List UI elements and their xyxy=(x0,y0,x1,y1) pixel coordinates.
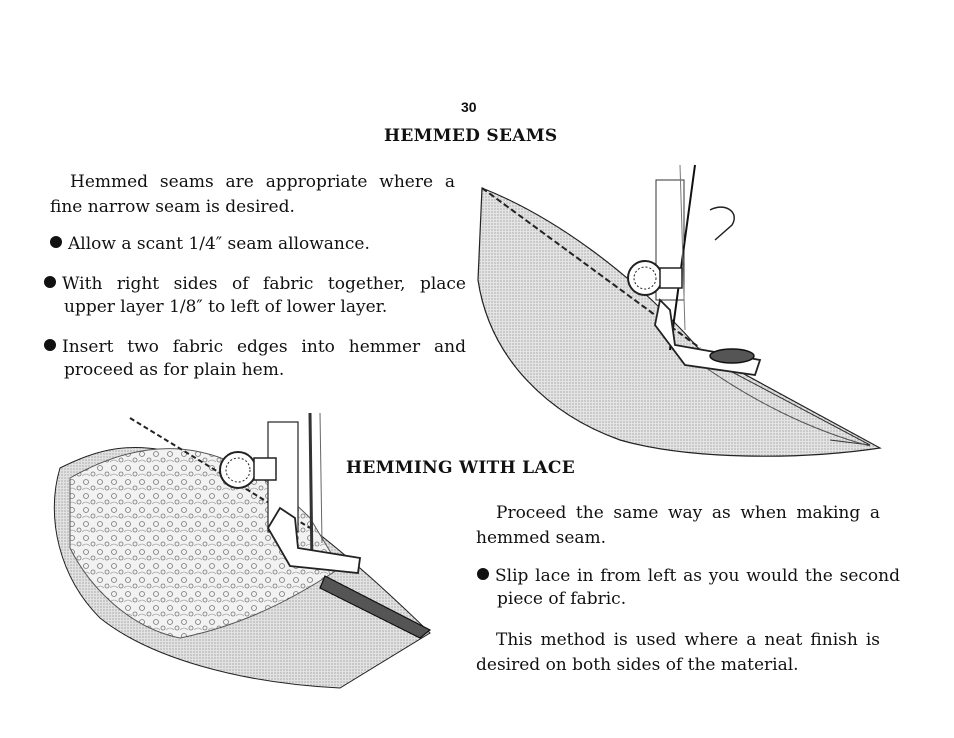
bullet-dot-icon xyxy=(50,236,62,248)
hemming-lace-closing: This method is used where a neat finish … xyxy=(476,628,880,678)
hemming-lace-intro-text: Proceed the same way as when making a he… xyxy=(476,503,880,548)
bullet-text: Slip lace in from left as you would the … xyxy=(495,566,900,609)
hemming-lace-bullet-1: Slip lace in from left as you would the … xyxy=(477,565,900,611)
hemmed-seams-bullet-2: With right sides of fabric together, pla… xyxy=(44,273,466,319)
section-title-hemming-with-lace: HEMMING WITH LACE xyxy=(346,458,575,478)
section-title-hemmed-seams: HEMMED SEAMS xyxy=(384,126,558,146)
hemming-lace-illustration xyxy=(53,412,432,689)
bullet-text: Insert two fabric edges into hemmer and … xyxy=(62,337,466,380)
bullet-dot-icon xyxy=(44,339,56,351)
bullet-text: With right sides of fabric together, pla… xyxy=(62,274,466,317)
bullet-dot-icon xyxy=(44,276,56,288)
hemming-lace-intro: Proceed the same way as when making a he… xyxy=(476,501,880,551)
page-number: 30 xyxy=(461,99,477,115)
hemmed-seam-illustration xyxy=(477,164,882,457)
bullet-text: Allow a scant 1/4″ seam allowance. xyxy=(68,234,370,254)
hemmed-seams-intro: Hemmed seams are appropriate where a fin… xyxy=(50,170,455,220)
hemming-lace-closing-text: This method is used where a neat finish … xyxy=(476,630,880,675)
hemmed-seams-intro-text: Hemmed seams are appropriate where a fin… xyxy=(50,172,455,217)
hemmed-seams-bullet-1: Allow a scant 1/4″ seam allowance. xyxy=(50,233,465,256)
bullet-dot-icon xyxy=(477,568,489,580)
hemmed-seams-bullet-3: Insert two fabric edges into hemmer and … xyxy=(44,336,466,382)
